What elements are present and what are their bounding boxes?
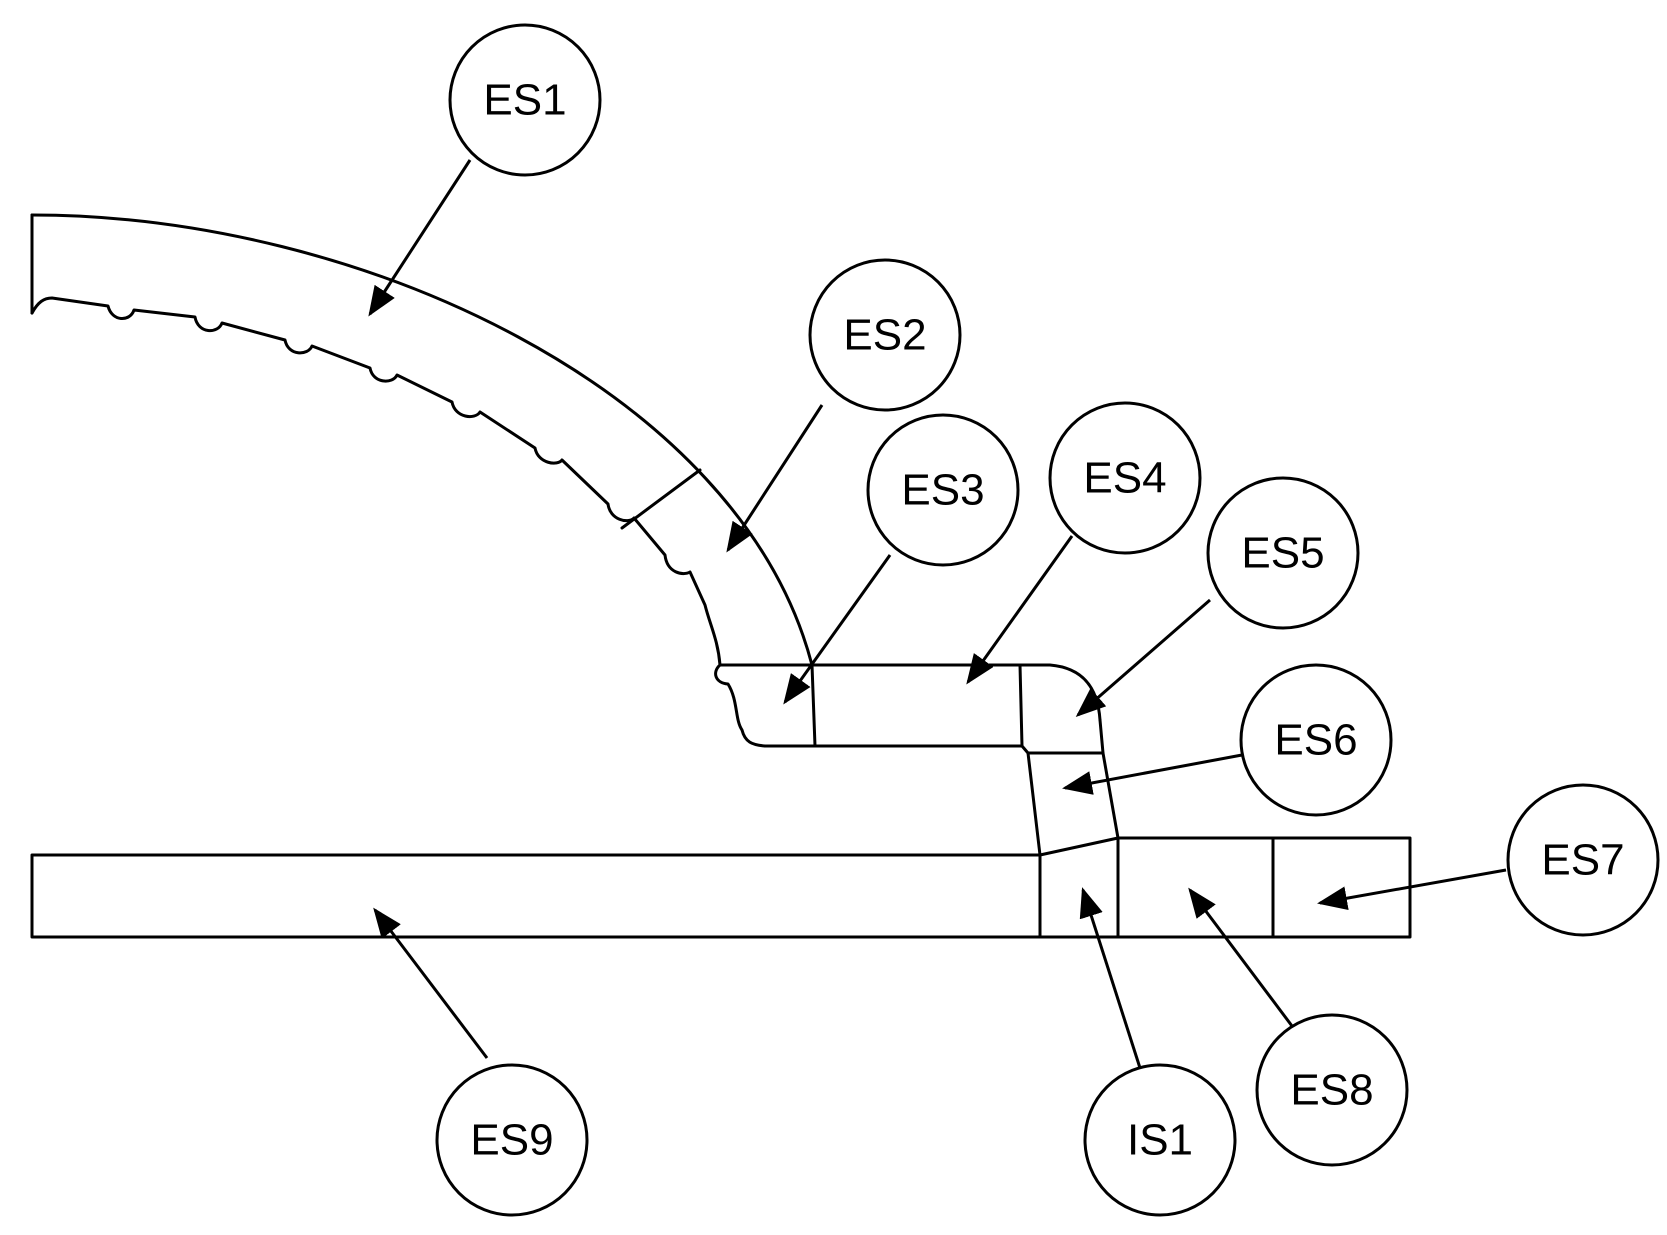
- right-block: [1038, 836, 1412, 939]
- es3-es4-separator: [810, 663, 817, 748]
- es2-arrow: [726, 404, 824, 553]
- label-bubble-es1: ES1: [448, 23, 602, 177]
- bubble-circle: [1255, 1013, 1409, 1167]
- bubble-circle: [435, 1063, 589, 1217]
- label-bubble-es4: ES4: [1048, 401, 1202, 555]
- es3-arrow: [783, 554, 892, 705]
- bubble-circle: [866, 413, 1020, 567]
- label-bubble-is1: IS1: [1083, 1063, 1237, 1217]
- label-bubble-es8: ES8: [1255, 1013, 1409, 1167]
- label-bubble-es2: ES2: [808, 258, 962, 412]
- curved-wall: [30, 213, 814, 667]
- label-es5: ES5: [1241, 529, 1324, 578]
- vertical-connector: [1020, 718, 1120, 857]
- bubble-circle: [1048, 401, 1202, 555]
- es9-arrow: [373, 907, 489, 1059]
- upper-flange: [714, 663, 1102, 748]
- es5-arrow: [1075, 598, 1211, 717]
- es4-arrow: [966, 535, 1074, 685]
- es8-arrow: [1188, 887, 1297, 1031]
- bubble-circle: [808, 258, 962, 412]
- connector-left-edge: [1020, 744, 1042, 857]
- es1-arrow: [368, 159, 472, 317]
- label-es4: ES4: [1083, 454, 1166, 503]
- label-es1: ES1: [483, 76, 566, 125]
- right-block-outline: [1038, 836, 1412, 939]
- label-bubble-es5: ES5: [1206, 476, 1360, 630]
- label-es9: ES9: [470, 1116, 553, 1165]
- bubble-circle: [1206, 476, 1360, 630]
- bubble-circle: [1239, 663, 1393, 817]
- label-es8: ES8: [1290, 1066, 1373, 1115]
- inner-scalloped-curve: [30, 296, 722, 667]
- label-es7: ES7: [1541, 836, 1624, 885]
- label-bubble-es9: ES9: [435, 1063, 589, 1217]
- label-bubble-es7: ES7: [1506, 783, 1660, 937]
- bubble-circle: [1083, 1063, 1237, 1217]
- es6-arrow: [1062, 753, 1243, 795]
- outer-curve: [30, 213, 814, 667]
- bubble-circle: [448, 23, 602, 177]
- label-is1: IS1: [1127, 1116, 1193, 1165]
- label-bubble-es6: ES6: [1239, 663, 1393, 817]
- bottom-bar-outline: [30, 853, 1042, 939]
- label-es3: ES3: [901, 466, 984, 515]
- es6-is1-separator: [1038, 836, 1120, 857]
- label-es6: ES6: [1274, 716, 1357, 765]
- leader-arrows: [368, 159, 1507, 1069]
- flange-left-lip: [714, 663, 767, 748]
- es1-es2-separator: [620, 468, 702, 530]
- es7-arrow: [1317, 868, 1507, 911]
- bottom-bar: [30, 853, 1042, 939]
- label-es2: ES2: [843, 311, 926, 360]
- label-bubble-es3: ES3: [866, 413, 1020, 567]
- is1-arrow: [1079, 887, 1142, 1069]
- bubble-circle: [1506, 783, 1660, 937]
- es4-es5-separator: [1018, 663, 1024, 748]
- flange-top: [718, 663, 1102, 722]
